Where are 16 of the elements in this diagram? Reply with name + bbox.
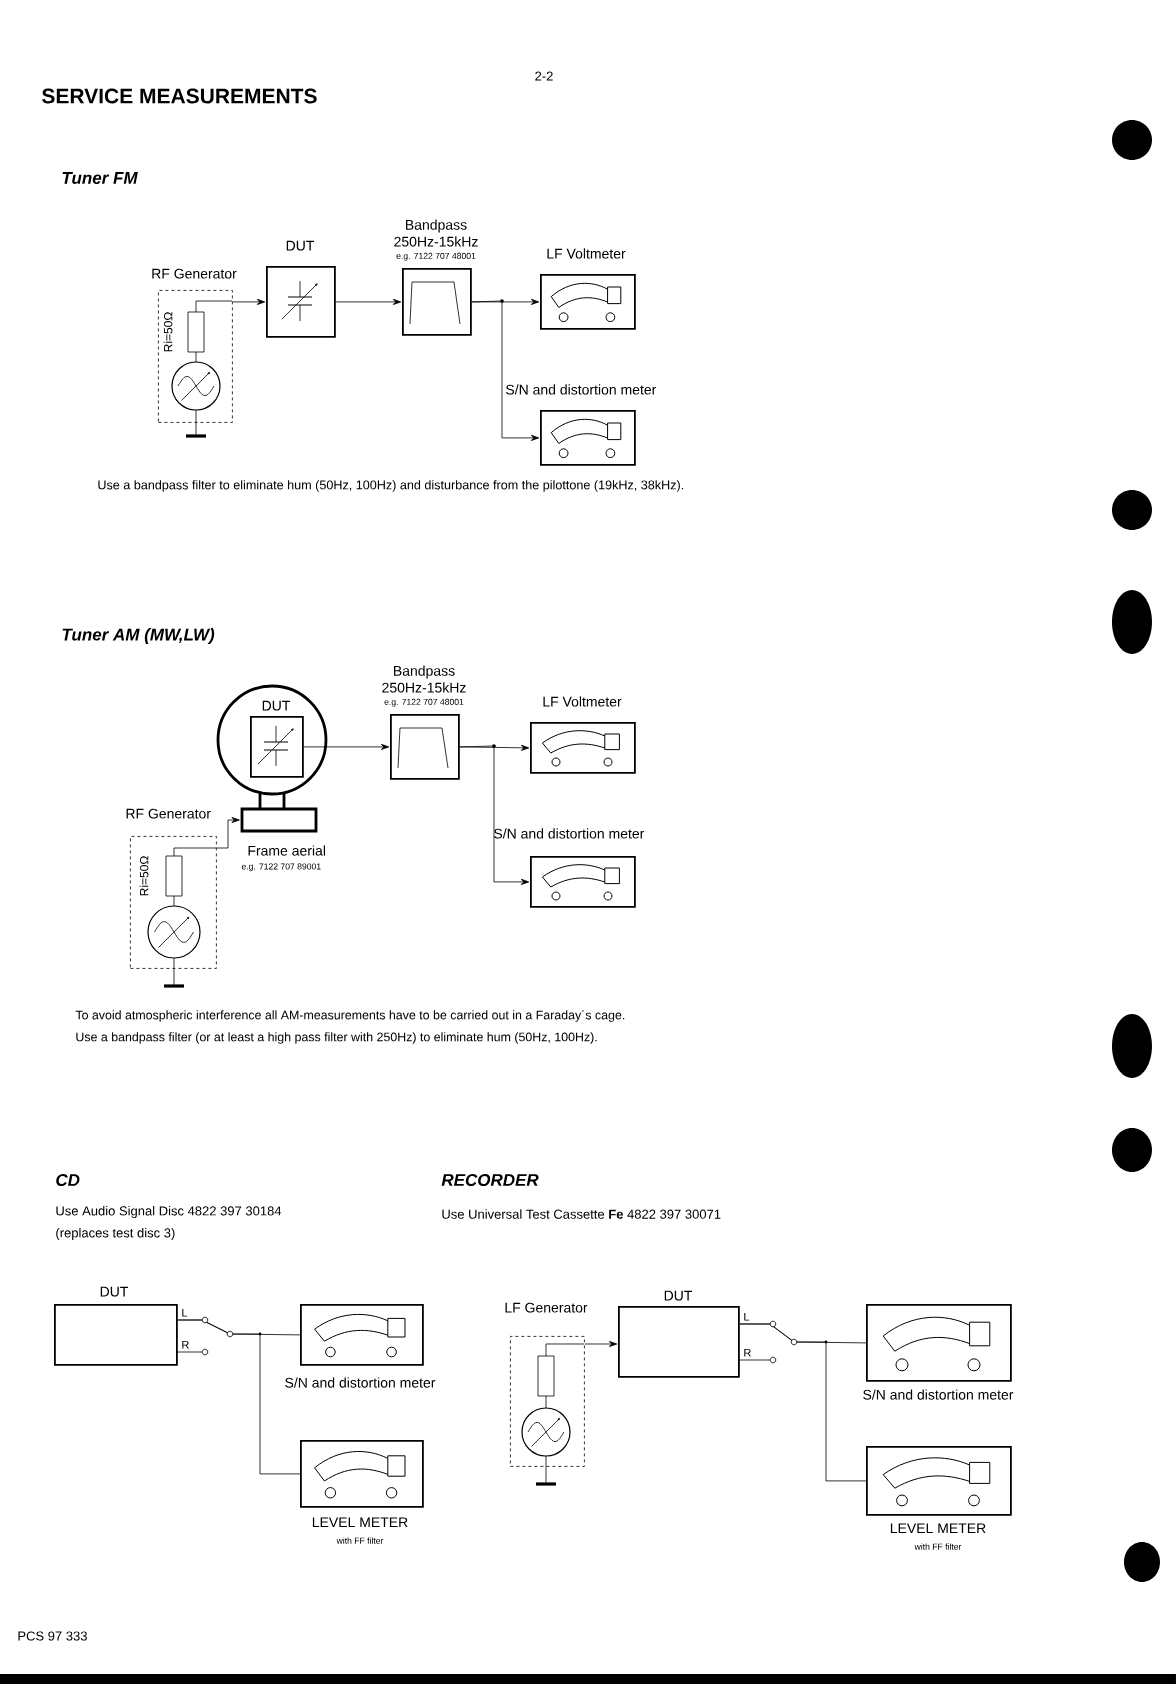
signal-line — [177, 1319, 301, 1475]
arrow — [471, 300, 540, 441]
page-title: SERVICE MEASUREMENTS — [42, 88, 317, 104]
arrow — [584, 1341, 618, 1347]
arrow — [459, 745, 530, 885]
arrow — [232, 298, 266, 305]
arrow — [216, 817, 240, 849]
section-heading: Tuner AM (MW,LW) — [62, 628, 215, 644]
section-heading: Tuner FM — [62, 172, 138, 184]
arrow — [459, 744, 530, 751]
arrow — [303, 743, 390, 750]
signal-line — [739, 1323, 867, 1482]
section-heading: CD — [56, 1174, 80, 1186]
arrow — [471, 298, 540, 305]
arrow — [335, 298, 402, 305]
section-heading: RECORDER — [441, 1174, 539, 1186]
